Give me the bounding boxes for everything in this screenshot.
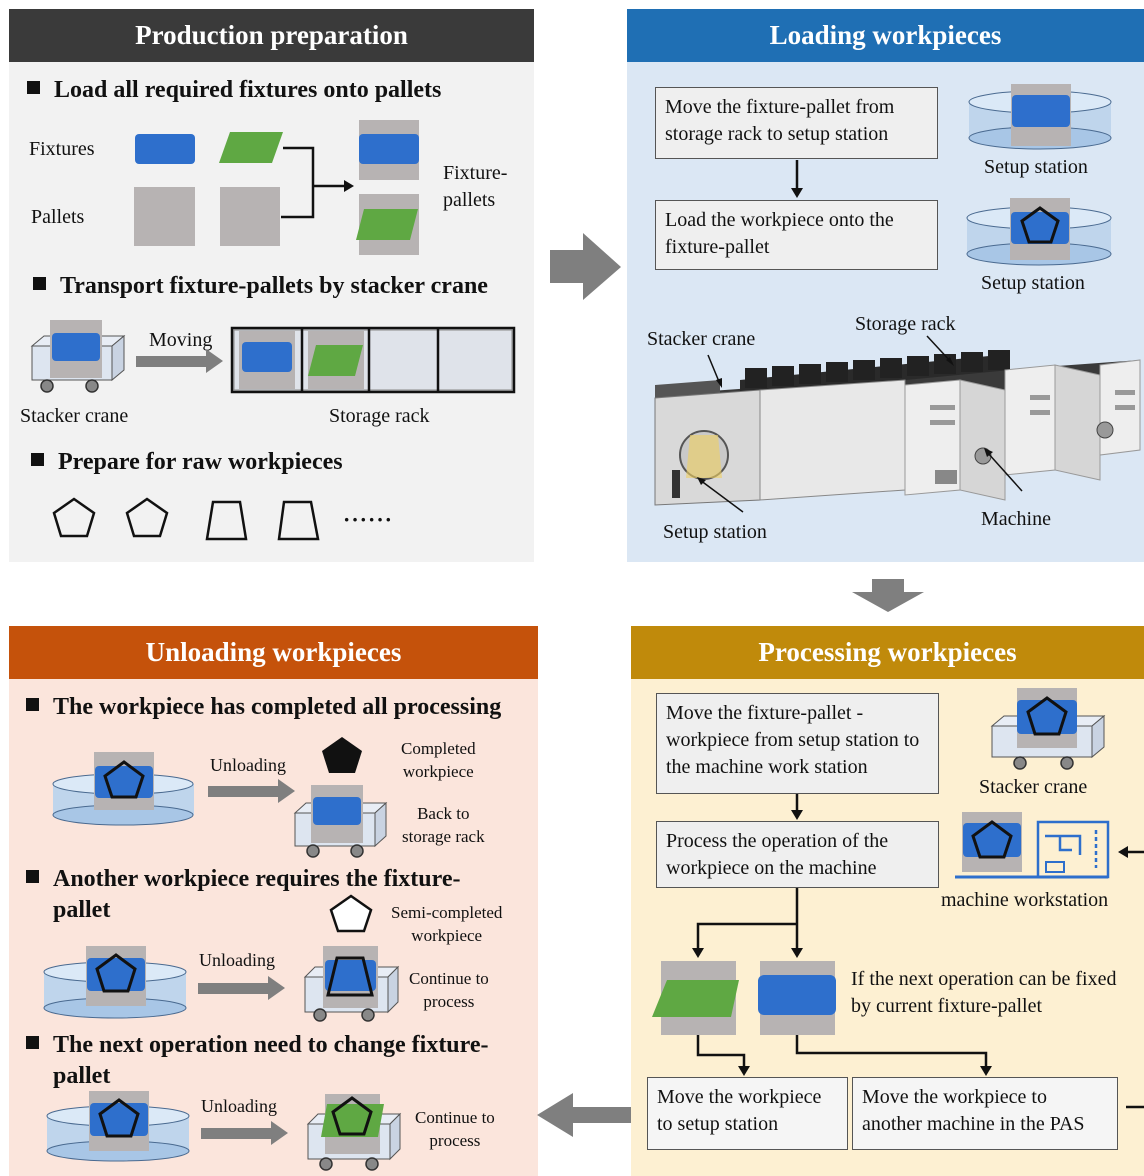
green-fixture-pallet-icon: [652, 961, 739, 1035]
processing-step-process: Process the operation of the workpiece o…: [656, 821, 939, 888]
production-preparation-body: Load all required fixtures onto pallets …: [9, 62, 534, 562]
pentagon-workpiece-icon: [52, 497, 96, 538]
case3-continue-label: Continue to process: [415, 1108, 495, 1150]
stacker-crane-pointer: [707, 354, 721, 385]
bullet-transport-text: Transport fixture-pallets by stacker cra…: [60, 273, 488, 299]
machine-pointer: [986, 451, 1023, 492]
combine-connector: [281, 146, 344, 219]
storage-rack-icon: [230, 326, 516, 394]
case2-unloading-label: Unloading: [199, 950, 275, 970]
bullet-transport: Transport fixture-pallets by stacker cra…: [33, 273, 488, 300]
setup-station-with-workpiece-icon: [966, 198, 1112, 266]
stacker-crane-icon: [990, 688, 1106, 770]
completed-workpiece-icon: [322, 737, 362, 773]
case1-unloading-label: Unloading: [210, 755, 286, 775]
bullet-raw-workpieces: Prepare for raw workpieces: [31, 449, 343, 476]
production-preparation-title: Production preparation: [135, 20, 408, 50]
loading-workpieces-title: Loading workpieces: [769, 20, 1002, 50]
setup-station-icon: [43, 946, 187, 1019]
green-fixture-icon: [219, 132, 283, 163]
pas-system-illustration: [654, 350, 1141, 506]
stacker-crane-icon: [293, 785, 388, 858]
bullet-load-fixtures-text: Load all required fixtures onto pallets: [54, 77, 442, 103]
unloading-arrow: [201, 1128, 273, 1139]
setup-station-label-1: Setup station: [984, 156, 1088, 178]
moving-label: Moving: [149, 329, 213, 351]
fixture-pallets-label: Fixture- pallets: [443, 162, 508, 211]
unloading-workpieces-title: Unloading workpieces: [145, 637, 402, 667]
branch-connector: [696, 888, 799, 950]
semi-completed-workpiece-icon: [329, 894, 373, 933]
case-change-heading: The next operation need to change fixtur…: [26, 1032, 489, 1059]
photo-machine-label: Machine: [981, 508, 1051, 530]
setup-station-icon: [52, 752, 194, 826]
pentagon-workpiece-icon: [125, 497, 169, 538]
move-to-setup-station-box: Move the workpiece to setup station: [647, 1077, 848, 1150]
processing-step-move: Move the fixture-pallet -workpiece from …: [656, 693, 939, 794]
move-to-another-machine-box: Move the workpiece to another machine in…: [852, 1077, 1118, 1150]
loading-step-move-fixture: Move the fixture-pallet from storage rac…: [655, 87, 938, 159]
unloading-arrow: [208, 786, 280, 797]
production-preparation-panel: Production preparation Load all required…: [9, 9, 534, 562]
completed-workpiece-label: Completed workpiece: [401, 739, 476, 781]
case-completed-heading: The workpiece has completed all processi…: [26, 694, 501, 721]
loading-workpieces-panel: Loading workpieces Move the fixture-pall…: [627, 9, 1144, 562]
bullet-load-fixtures: Load all required fixtures onto pallets: [27, 77, 441, 104]
stacker-crane-icon: [30, 320, 126, 393]
case-change-text-2: pallet: [53, 1063, 111, 1089]
pallet-icon: [134, 187, 195, 246]
storage-rack-pointer: [926, 335, 953, 364]
setup-station-icon: [968, 84, 1112, 150]
blue-fixture-icon: [135, 134, 195, 164]
stacker-crane-label: Stacker crane: [20, 405, 129, 427]
setup-station-pointer: [699, 479, 744, 513]
processing-workpieces-title: Processing workpieces: [758, 637, 1017, 667]
blue-fixture-pallet-icon: [758, 961, 836, 1035]
processing-workpieces-body: Move the fixture-pallet -workpiece from …: [631, 679, 1144, 1176]
stacker-crane-icon: [306, 1094, 402, 1171]
case-another-text-1: Another workpiece requires the fixture-: [53, 866, 461, 892]
machine-workstation-icon: [955, 812, 1110, 879]
case-another-text-2: pallet: [53, 897, 111, 923]
case3-unloading-label: Unloading: [201, 1096, 277, 1116]
production-preparation-header: Production preparation: [9, 9, 534, 62]
fixture-condition-label: If the next operation can be fixed by cu…: [851, 968, 1117, 1017]
stacker-crane-icon: [303, 946, 400, 1022]
bullet-raw-workpieces-text: Prepare for raw workpieces: [58, 449, 343, 475]
photo-stacker-crane-label: Stacker crane: [647, 328, 756, 350]
unloading-arrow: [198, 983, 270, 994]
processing-workpieces-header: Processing workpieces: [631, 626, 1144, 679]
setup-station-icon: [46, 1091, 190, 1162]
pallets-label: Pallets: [31, 206, 85, 228]
loading-step-load-workpiece: Load the workpiece onto the fixture-pall…: [655, 200, 938, 270]
stacker-crane-label: Stacker crane: [979, 776, 1088, 798]
storage-rack-label: Storage rack: [329, 405, 430, 427]
case-another-heading: Another workpiece requires the fixture-: [26, 866, 461, 893]
more-workpieces-ellipsis: ······: [343, 507, 394, 532]
back-to-storage-label: Back to storage rack: [402, 804, 485, 846]
case-completed-text: The workpiece has completed all processi…: [53, 694, 502, 720]
case-change-text-1: The next operation need to change fixtur…: [53, 1032, 489, 1058]
processing-workpieces-panel: Processing workpieces Move the fixture-p…: [631, 626, 1144, 1176]
setup-station-label-2: Setup station: [981, 272, 1085, 294]
semi-completed-label: Semi-completed workpiece: [391, 903, 503, 945]
unloading-workpieces-header: Unloading workpieces: [9, 626, 538, 679]
moving-arrow: [136, 356, 208, 367]
photo-storage-rack-label: Storage rack: [855, 313, 956, 335]
trapezoid-workpiece-icon: [277, 500, 320, 541]
case2-continue-label: Continue to process: [409, 969, 489, 1011]
machine-workstation-label: machine workstation: [941, 889, 1109, 911]
pallet-icon: [220, 187, 280, 246]
loading-workpieces-header: Loading workpieces: [627, 9, 1144, 62]
fixtures-label: Fixtures: [29, 138, 95, 160]
trapezoid-workpiece-icon: [205, 500, 248, 541]
photo-setup-station-label: Setup station: [663, 521, 767, 543]
